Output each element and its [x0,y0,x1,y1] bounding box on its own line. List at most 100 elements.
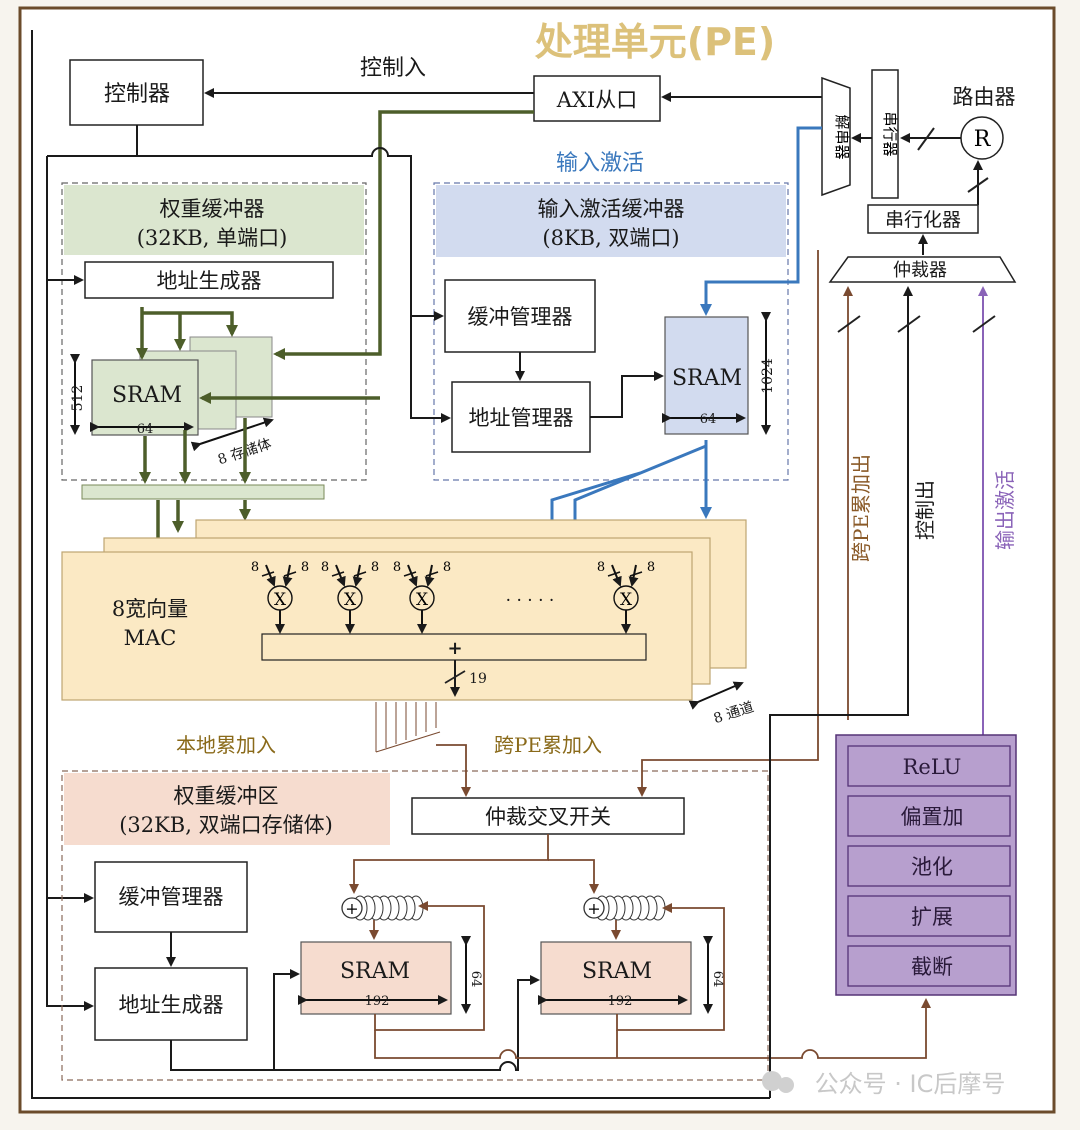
crossbar-to-adder-2 [548,859,599,894]
accum-sram-1-depth: 64 [468,971,483,988]
multiplier-1-tick-a [261,571,275,577]
mac-output-width: 19 [469,671,487,687]
serializer-v-box [871,69,899,199]
controller-box [69,59,204,126]
cross-accum-label: 跨PE累加入 [494,733,602,757]
weight-buffer-subtitle: (32KB, 单端口) [137,226,288,250]
adder-1-circle [341,897,363,919]
accum-title: 权重缓冲区 [174,784,279,808]
adder-tree-box [261,633,647,661]
multiplier-2-tick-b [353,571,367,577]
crossbar-box [411,797,685,835]
serializer-bus-tick [967,177,989,193]
ppu-stage-3 [847,845,1011,887]
multiplier-3-in-a [407,564,418,587]
accum-addr-gen-box [94,967,248,1041]
ppu-stage-4 [847,895,1011,937]
axi-slave-label: AXI从口 [556,88,637,112]
multiplier-1-width-b: 8 [301,560,309,575]
ppu-stage-4-label: 扩展 [911,905,953,929]
control-out-label: 控制出 [913,480,937,540]
multiplier-1-symbol: X [274,590,287,610]
input-buffer-manager-box [444,279,596,353]
adder-1-symbol: + [345,899,358,918]
weight-sram-depth: 512 [70,385,86,412]
local-to-crossbar [436,744,471,797]
input-buffer-header-bg [436,185,786,257]
router-symbol: R [974,127,992,152]
watermark-icon [762,1071,782,1091]
mac-dots: · · · · · [506,591,555,611]
ctrl-outer-loop [31,30,770,1099]
axi-slave-box [533,75,661,122]
weight-register-bar [81,484,325,500]
tick-cross [837,315,861,333]
mac-lane-1 [61,551,693,701]
input-buffer-title: 输入激活缓冲器 [538,197,685,221]
sram1-feedback [374,901,485,1031]
multiplier-1-in-a [265,564,276,587]
input-activation-label: 输入激活 [556,151,644,176]
watermark: 公众号 · IC后摩号 [762,1070,1005,1098]
mac-label-1: 8宽向量 [112,597,188,621]
multiplier-4-tick-a [607,571,621,577]
multiplier-2-symbol: X [344,590,357,610]
cross-in-to-crossbar [637,250,819,797]
green-addr-3 [142,311,238,337]
ppu-stage-5 [847,945,1011,987]
arbiter-label: 仲裁器 [893,260,947,281]
crossbar-label: 仲裁交叉开关 [485,805,611,829]
multiplier-4-in-a [611,564,622,587]
multiplier-3-tick-b [425,571,439,577]
accum-header-bg [64,773,390,845]
local-accum-label: 本地累加入 [176,733,276,757]
sram2-feedback [616,903,725,1031]
watermark-text: 公众号 · IC后摩号 [815,1070,1006,1098]
adder-2-circle [583,897,605,919]
weight-sram-label: SRAM [112,383,182,408]
serializer-box [867,204,979,234]
accum-subtitle: (32KB, 双端口存储体) [119,813,333,837]
router-label: 路由器 [953,85,1016,109]
ppu-stage-2 [847,795,1011,837]
multiplier-4-width-a: 8 [597,560,605,575]
ppu-stage-2-label: 偏置加 [901,805,964,829]
input-buffer-region [433,182,789,481]
input-addr-manager-box [451,381,591,453]
ppu-stage-5-label: 截断 [911,955,953,979]
accum-addr-gen-label: 地址生成器 [119,993,224,1017]
input-buffer-manager-label: 缓冲管理器 [468,305,573,329]
input-sram-label: SRAM [672,366,742,391]
weight-banks-arrow [190,417,274,452]
weight-addr-gen-label: 地址生成器 [157,269,262,293]
multiplier-2-in-a [335,564,346,587]
multiplier-3-width-b: 8 [443,560,451,575]
multiplier-4-width-b: 8 [647,560,655,575]
multiplier-3-symbol: X [416,590,429,610]
input-sram-width: 64 [700,412,717,427]
cross-pe-out-label: 跨PE累加出 [849,454,873,562]
adder-2-symbol: + [587,899,600,918]
accum-sram-1-width: 192 [365,994,390,1009]
controller-label: 控制器 [104,82,170,107]
page-title: 处理单元(PE) [535,20,776,64]
input-sram-depth: 1024 [760,358,776,394]
multiplier-3-tick-a [403,571,417,577]
multiplier-1-tick-b [283,571,297,577]
blue-deser-to-sram [700,126,822,316]
accum-buffer-region [61,770,769,1081]
control-out-wire [769,286,913,1098]
ppu-stage-3-label: 池化 [911,855,953,879]
mac-output-bus [375,702,441,753]
mac-lanes-arrow [688,681,744,710]
weight-buffer-title: 权重缓冲器 [160,197,265,221]
input-addr-manager-label: 地址管理器 [469,406,574,430]
addrgen-to-sram-2 [274,975,540,1071]
ctrl-to-addrmgr [136,125,451,423]
accum-sram-2-label: SRAM [582,959,652,984]
weight-sram-width: 64 [137,422,154,437]
multiplier-2-width-a: 8 [321,560,329,575]
